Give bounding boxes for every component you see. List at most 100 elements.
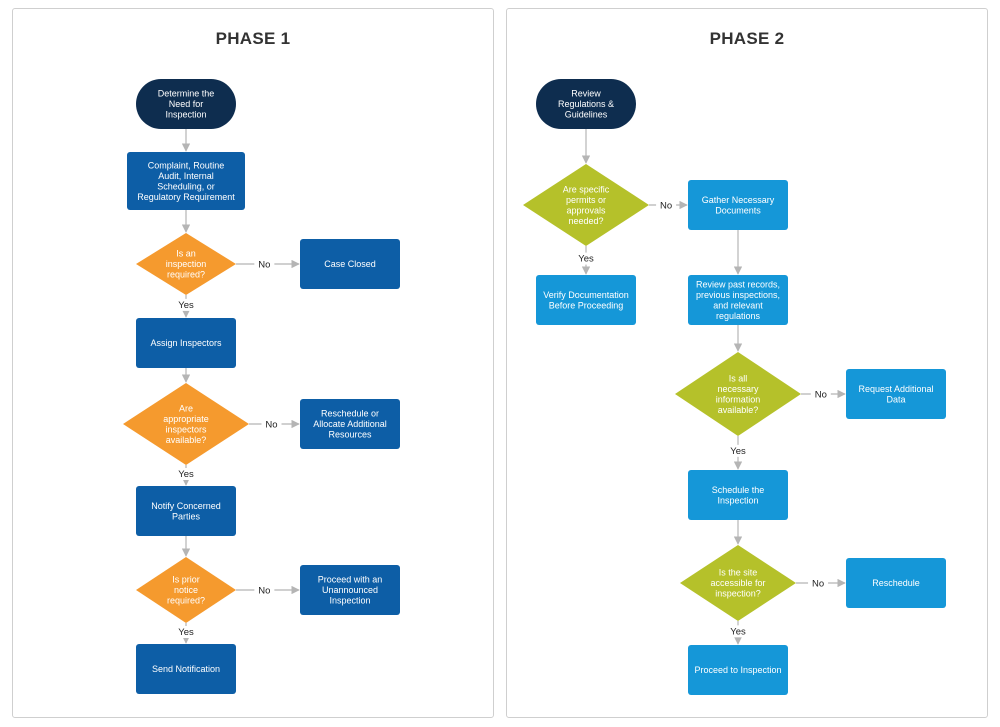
- phase1-unannounced-box-label-line: Inspection: [329, 596, 370, 606]
- edge-label-background: [254, 584, 275, 597]
- phase2-start-terminal-label-line: Review: [571, 89, 601, 99]
- phase-1-panel: PHASE 1: [12, 8, 494, 718]
- phase1-case-closed-box-label-line: Case Closed: [324, 259, 376, 269]
- phase2-decision-access-label-line: Is the site: [719, 568, 758, 578]
- phase1-decision-available-label-line: Are: [179, 403, 193, 413]
- phase2-reschedule-box-label-line: Reschedule: [872, 578, 920, 588]
- phase2-review-records-box-label-line: previous inspections,: [696, 290, 780, 300]
- edge-label-no: No: [258, 260, 270, 271]
- phase1-send-notification-box-label: Send Notification: [152, 664, 220, 674]
- phase2-schedule-box-label-line: Schedule the: [712, 485, 765, 495]
- phase2-proceed-box-label-line: Proceed to Inspection: [694, 665, 781, 675]
- phase1-notify-parties-box-label-line: Parties: [172, 511, 201, 521]
- phase1-case-closed-box: Case Closed: [300, 239, 400, 289]
- edge-label-no: No: [265, 420, 277, 431]
- phase2-review-records-box: Review past records,previous inspections…: [688, 275, 788, 325]
- phase1-send-notification-box-shape: [136, 644, 236, 694]
- edge-label-background: [176, 468, 196, 480]
- phase2-proceed-box-label: Proceed to Inspection: [694, 665, 781, 675]
- phase2-verify-documentation-box-shape: [536, 275, 636, 325]
- phase1-decision-required-label-line: required?: [167, 270, 205, 280]
- phase2-reschedule-box-label: Reschedule: [872, 578, 920, 588]
- phase1-notify-parties-box-label-line: Notify Concerned: [151, 501, 221, 511]
- phase1-case-closed-box-label: Case Closed: [324, 259, 376, 269]
- phase1-decision-required-label-line: Is an: [176, 249, 196, 259]
- edge-label-yes: Yes: [178, 300, 194, 311]
- phase1-decision-notice-shape: [136, 557, 236, 623]
- phase2-reschedule-box-shape: [846, 558, 946, 608]
- phase2-gather-documents-box-shape: [688, 180, 788, 230]
- phase2-gather-documents-box-label-line: Gather Necessary: [702, 195, 775, 205]
- edge-label-background: [254, 258, 275, 271]
- edge-label-no: No: [660, 201, 672, 212]
- phase1-send-notification-box: Send Notification: [136, 644, 236, 694]
- edge-label-background: [810, 388, 831, 401]
- phase1-decision-required-label-line: inspection: [166, 259, 207, 269]
- phase2-review-records-box-label: Review past records,previous inspections…: [696, 279, 780, 321]
- phase1-assign-inspectors-box-shape: [136, 318, 236, 368]
- phase1-assign-inspectors-box-label: Assign Inspectors: [150, 338, 222, 348]
- edge-label-background: [176, 626, 196, 638]
- phase2-decision-info-label-line: necessary: [717, 384, 759, 394]
- phase1-start-terminal-shape: [136, 79, 236, 129]
- phase2-request-data-box-label-line: Data: [886, 394, 905, 404]
- phase2-start-terminal-shape: [536, 79, 636, 129]
- phase1-reschedule-allocate-box-shape: [300, 399, 400, 449]
- phase2-review-records-box-shape: [688, 275, 788, 325]
- phase2-start-terminal-label-line: Regulations &: [558, 99, 614, 109]
- phase1-assign-inspectors-box: Assign Inspectors: [136, 318, 236, 368]
- phase2-request-data-box-shape: [846, 369, 946, 419]
- phase1-trigger-box-shape: [127, 152, 245, 210]
- phase2-schedule-box-label-line: Inspection: [717, 495, 758, 505]
- phase-2-title: PHASE 2: [709, 29, 785, 48]
- phase2-decision-info-label-line: available?: [718, 405, 759, 415]
- phase2-request-data-box-label-line: Request Additional: [858, 384, 933, 394]
- edge-label-background: [176, 298, 196, 311]
- phase1-reschedule-allocate-box-label-line: Allocate Additional: [313, 419, 387, 429]
- phase1-trigger-box-label-line: Audit, Internal: [158, 171, 214, 181]
- phase2-decision-access-label-line: accessible for: [710, 578, 765, 588]
- phase2-schedule-box-shape: [688, 470, 788, 520]
- phase2-review-records-box-label-line: regulations: [716, 311, 761, 321]
- phase2-decision-access-shape: [680, 545, 796, 621]
- phase1-decision-available-label-line: available?: [166, 435, 207, 445]
- phase2-start-terminal-label-line: Guidelines: [565, 110, 608, 120]
- phase1-decision-notice-label-line: required?: [167, 596, 205, 606]
- edge-label-yes: Yes: [178, 627, 194, 638]
- edge-label-yes: Yes: [178, 469, 194, 480]
- phase2-review-records-box-label-line: and relevant: [713, 300, 763, 310]
- edge-label-background: [728, 625, 748, 638]
- edge-label-no: No: [815, 390, 827, 401]
- phase1-decision-available-shape: [123, 383, 249, 465]
- phase2-proceed-box-shape: [688, 645, 788, 695]
- phase2-review-records-box-label-line: Review past records,: [696, 279, 780, 289]
- phase2-gather-documents-box-label-line: Documents: [715, 205, 761, 215]
- phase1-unannounced-box-shape: [300, 565, 400, 615]
- edge-label-background: [656, 199, 677, 212]
- phase2-decision-permits-label-line: permits or: [566, 195, 606, 205]
- phase1-decision-notice-label-line: Is prior: [172, 575, 200, 585]
- edge-label-no: No: [812, 579, 824, 590]
- phase2-decision-access-label-line: inspection?: [715, 589, 761, 599]
